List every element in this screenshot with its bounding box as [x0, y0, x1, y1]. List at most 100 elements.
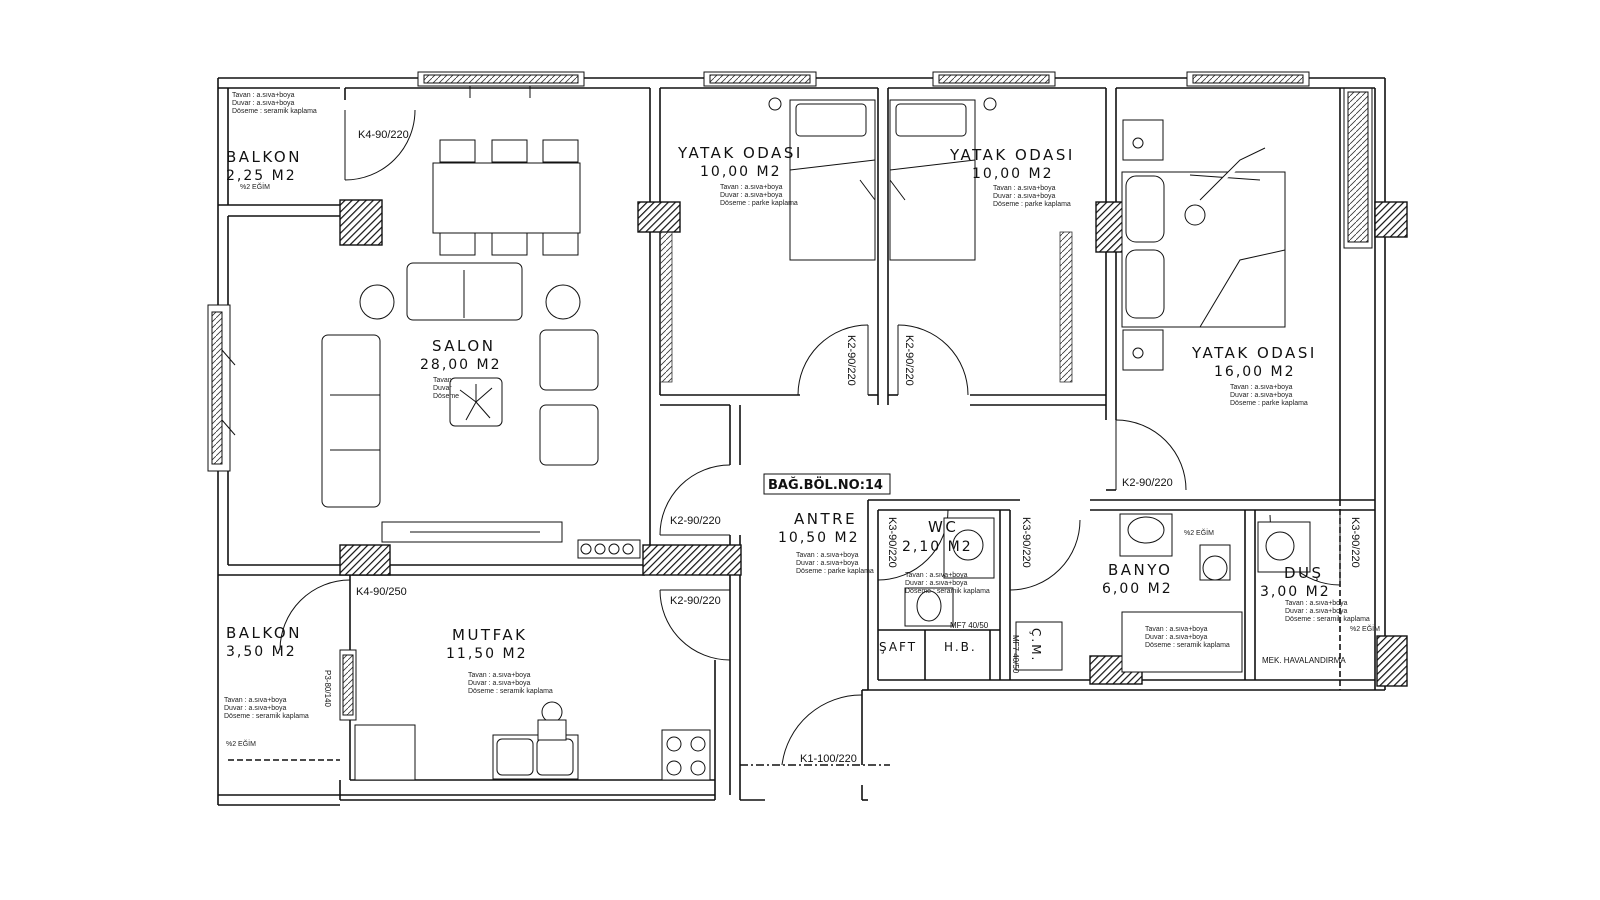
room-spec: Döseme : seramik kaplama	[1285, 616, 1370, 623]
room-spec: Duvar	[433, 385, 452, 392]
room-area: 11,50 M2	[446, 646, 528, 662]
room-spec: Döseme : parke kaplama	[993, 201, 1071, 208]
room-name: BANYO	[1108, 561, 1172, 579]
room-spec: Döseme : seramik kaplama	[468, 688, 553, 695]
window	[703, 71, 817, 87]
door-label: K4-90/250	[356, 586, 407, 598]
column	[339, 544, 391, 576]
slope-label: %2 EĞİM	[240, 182, 270, 191]
room-name: MUTFAK	[452, 626, 527, 644]
room-name: YATAK ODASI	[949, 146, 1075, 164]
room-spec: Döseme : seramik kaplama	[1145, 642, 1230, 649]
room-area: 2,10 M2	[902, 539, 973, 555]
kitchen-counter	[354, 701, 711, 781]
side-table	[359, 284, 395, 320]
wc-fixtures	[904, 517, 995, 627]
window	[1343, 87, 1373, 249]
room-spec: Tavan : a.sıva+boya	[1285, 600, 1348, 607]
door-k2-bedroom1	[797, 324, 869, 396]
plant-icon	[459, 384, 493, 421]
room-spec: Duvar : a.sıva+boya	[796, 560, 859, 567]
column	[339, 199, 383, 246]
room-area: 10,00 M2	[700, 164, 782, 180]
room-spec: Döseme : seramik kaplama	[224, 713, 309, 720]
room-spec: Döseme : parke kaplama	[796, 568, 874, 575]
room-spec: Duvar : a.sıva+boya	[1285, 608, 1348, 615]
door-k4-top	[344, 109, 416, 181]
room-name: BALKON	[226, 148, 302, 166]
armchair	[539, 404, 599, 466]
door-label: K2-90/220	[670, 515, 721, 527]
window-label: MF7 40/50	[950, 621, 989, 630]
room-name: YATAK ODASI	[1191, 344, 1317, 362]
room-area: 6,00 M2	[1102, 581, 1173, 597]
room-spec: Tavan : a.sıva+boya	[224, 697, 287, 704]
room-area: 2,25 M2	[226, 168, 297, 184]
slope-label: %2 EĞİM	[226, 739, 256, 748]
window-label: P3-80/140	[323, 670, 332, 707]
door-k1-entry	[781, 694, 863, 766]
unit-label-box	[763, 473, 891, 495]
door-k4-bottom	[279, 579, 351, 651]
room-spec: Döseme : seramik kaplama	[232, 108, 317, 115]
room-spec: Döseme : parke kaplama	[720, 200, 798, 207]
room-spec: Döseme : parke kaplama	[1230, 400, 1308, 407]
washing-machine-box	[1015, 621, 1063, 671]
room-name: WC	[928, 518, 958, 536]
armchair	[539, 329, 599, 391]
column	[1376, 635, 1408, 687]
column	[642, 544, 742, 576]
room-area: 3,50 M2	[226, 644, 297, 660]
ventilation-label: MEK. HAVALANDIRMA	[1262, 656, 1346, 665]
walls	[217, 77, 1386, 806]
room-name: ANTRE	[794, 510, 857, 528]
room-spec: Duvar : a.sıva+boya	[905, 580, 968, 587]
radiator	[1059, 231, 1073, 383]
window	[1186, 71, 1310, 87]
windows	[207, 71, 1373, 721]
room-spec: Tavan : a.sıva+boya	[232, 92, 295, 99]
side-table	[545, 284, 581, 320]
window	[207, 304, 236, 472]
door-label: K3-90/220	[1020, 517, 1032, 568]
door-label: K1-100/220	[800, 753, 857, 765]
door-label: K3-90/220	[1349, 517, 1361, 568]
dining-table	[432, 139, 581, 256]
door-k2-bedroom3	[1115, 419, 1187, 491]
hb-label: H.B.	[944, 640, 977, 654]
room-area: 3,00 M2	[1260, 584, 1331, 600]
window	[417, 71, 585, 98]
room-spec: Tavan : a.sıva+boya	[1145, 626, 1208, 633]
room-area: 16,00 M2	[1214, 364, 1296, 380]
room-spec: Tavan : a.sıva+boya	[796, 552, 859, 559]
room-spec: Döseme : seramik kaplama	[905, 588, 990, 595]
window	[932, 71, 1056, 87]
room-spec: Tavan : a.sıva+boya	[905, 572, 968, 579]
room-spec: Tavan : a.sıva+boya	[993, 185, 1056, 192]
radiator	[659, 231, 673, 383]
window-label: MF7 40/50	[1011, 635, 1020, 674]
room-name: SALON	[432, 337, 495, 355]
room-spec: Duvar : a.sıva+boya	[993, 193, 1056, 200]
room-area: 10,50 M2	[778, 530, 860, 546]
bed	[768, 97, 876, 261]
bed	[889, 97, 997, 261]
column	[637, 201, 681, 233]
room-name: BALKON	[226, 624, 302, 642]
room-spec: Tavan	[433, 377, 452, 384]
door-k3-banyo	[1009, 519, 1081, 591]
sofa	[406, 262, 523, 321]
room-spec: Duvar : a.sıva+boya	[1145, 634, 1208, 641]
column	[1374, 201, 1408, 238]
room-spec: Duvar : a.sıva+boya	[468, 680, 531, 687]
sofa	[321, 334, 381, 508]
tv-unit	[381, 521, 641, 559]
door-label: K2-90/220	[1122, 477, 1173, 489]
slope-label: %2 EĞİM	[1184, 528, 1214, 537]
door-k2-bedroom2	[897, 324, 969, 396]
misc-labels: BAĞ.BÖL.NO:14 ŞAFT H.B. Ç.M. MEK. HAVALA…	[763, 473, 1346, 665]
door-label: K4-90/220	[358, 129, 409, 141]
door-label: K2-90/220	[845, 335, 857, 386]
room-name: DUŞ	[1284, 564, 1324, 582]
